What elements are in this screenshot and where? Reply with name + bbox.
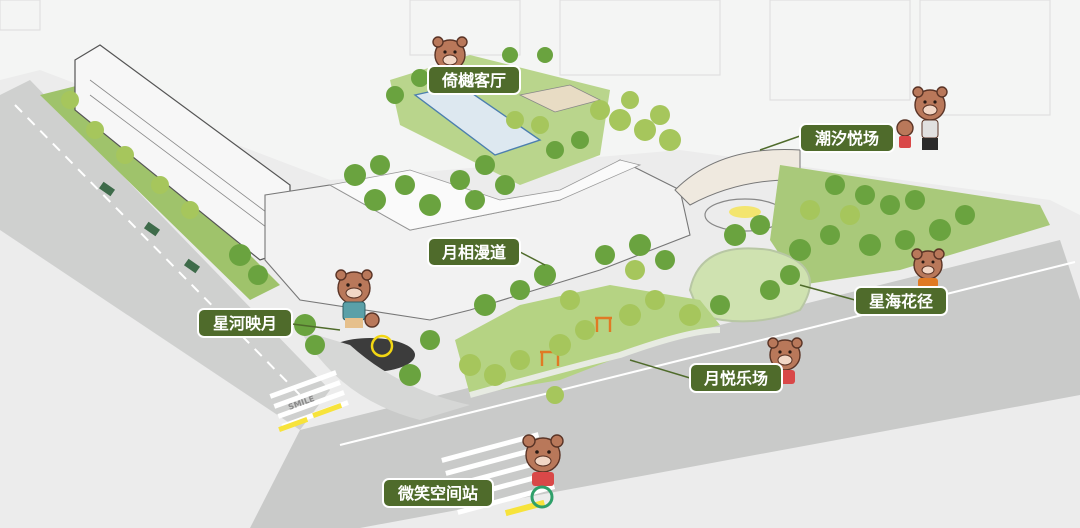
label-tidal-plaza: 潮汐悦场	[799, 123, 895, 153]
leader-star-sea-path	[799, 284, 856, 301]
label-moon-playground-text: 月悦乐场	[703, 369, 768, 388]
label-smile-station: 微笑空间站	[382, 478, 494, 508]
left-building-windows	[89, 79, 271, 231]
parked-cars	[98, 181, 201, 274]
tidal-plaza-center	[729, 206, 761, 218]
label-moon-walk-text: 月相漫道	[441, 243, 506, 262]
bear-icon-moon-playground	[767, 337, 803, 384]
leader-star-river	[291, 323, 341, 331]
label-smile-station-text: 微笑空间站	[397, 484, 478, 503]
playground-path	[469, 327, 721, 398]
trees	[61, 47, 975, 404]
leader-moon-playground	[629, 359, 691, 379]
right-park-lawn	[770, 165, 1050, 285]
label-star-river-text: 星河映月	[213, 314, 277, 333]
label-lounge-text: 倚樾客厅	[441, 71, 506, 90]
tidal-plaza-canopy	[674, 149, 801, 206]
leader-moon-walk	[519, 251, 546, 266]
bear-icon-smile-station	[522, 434, 564, 509]
road-bottom-edge	[339, 261, 1076, 446]
star-river-walkway	[300, 330, 470, 420]
bear-icon-tidal-plaza	[896, 86, 948, 150]
road-lane-line	[14, 104, 301, 396]
label-star-sea-path: 星海花径	[854, 286, 948, 316]
star-river-moon-ring	[370, 334, 394, 358]
label-star-river: 星河映月	[197, 308, 293, 338]
leader-tidal-plaza	[759, 135, 801, 151]
label-lounge: 倚樾客厅	[427, 65, 521, 95]
crosswalk-left-yellow	[278, 402, 343, 432]
label-star-sea-path-text: 星海花径	[869, 292, 933, 311]
bear-icon-lounge	[432, 36, 468, 71]
bear-icon-star-river	[335, 269, 380, 328]
label-tidal-plaza-text: 潮汐悦场	[815, 129, 879, 148]
label-moon-walk: 月相漫道	[427, 237, 521, 267]
label-moon-playground: 月悦乐场	[689, 363, 783, 393]
bear-icon-star-sea-path	[911, 248, 945, 288]
